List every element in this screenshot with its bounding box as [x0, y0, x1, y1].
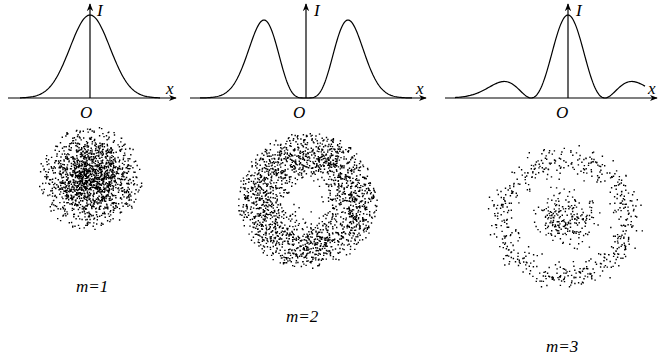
speckle-pattern — [39, 127, 142, 230]
axis-label: x — [648, 80, 656, 97]
intensity-axis — [305, 4, 306, 98]
axis-label: I — [576, 2, 582, 19]
axis-label: I — [314, 2, 320, 19]
intensity-curve — [20, 15, 160, 98]
intensity-axis — [89, 4, 90, 98]
mode-label: m=2 — [286, 308, 318, 325]
intensity-axis — [567, 4, 568, 98]
mode-label: m=3 — [546, 338, 578, 355]
speckle-pattern — [238, 133, 378, 269]
intensity-curve — [455, 15, 645, 98]
axis-label: O — [293, 104, 305, 121]
intensity-curves — [20, 15, 645, 98]
axis-label: I — [97, 2, 103, 19]
axes — [8, 4, 657, 98]
mode-label: m=1 — [76, 278, 108, 295]
axis-label: O — [556, 104, 568, 121]
x-axis — [445, 97, 657, 98]
axis-label: x — [416, 80, 424, 97]
axis-label: O — [80, 104, 92, 121]
speckle-pattern — [488, 145, 643, 287]
axis-label: x — [166, 80, 174, 97]
intensity-curve — [200, 20, 412, 98]
speckle-patterns — [39, 127, 643, 288]
